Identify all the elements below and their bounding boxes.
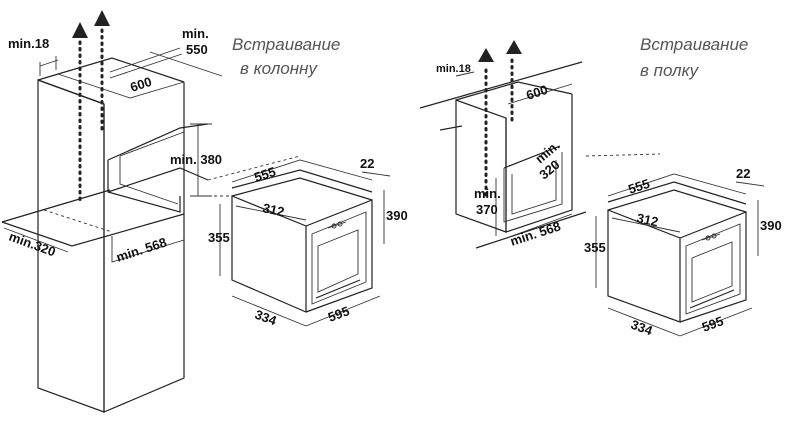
right-min370-label-b: 370 [476,202,498,217]
left-oven-dimension-lines [219,159,391,327]
shelf-cabinet [419,58,661,249]
left-min568-label: min. 568 [114,235,168,265]
left-caption-line1: Встраивание [232,35,340,54]
left-min320-label: min.320 [7,229,58,260]
right-oven-22-label: 22 [736,166,750,181]
left-oven-595-label: 595 [326,303,352,325]
left-min380-label: min. 380 [170,152,222,167]
left-width-600-label: 600 [128,74,153,95]
left-oven-334-label: 334 [253,307,279,329]
right-width-600-label: 600 [524,82,549,103]
left-oven [207,155,373,313]
right-oven-dimension-lines [595,173,765,337]
left-min-label: min. [182,26,209,41]
left-oven-555-label: 555 [252,164,277,185]
right-oven-334-label: 334 [629,317,655,339]
right-caption-line2: в полку [640,61,700,80]
left-oven-355-label: 355 [208,230,230,245]
right-oven [607,181,747,323]
right-oven-555-label: 555 [626,176,651,197]
right-oven-355-label: 355 [584,240,606,255]
left-depth-550-label: 550 [186,42,208,57]
left-oven-390-label: 390 [386,208,408,223]
right-oven-595-label: 595 [700,313,726,335]
right-min18-label: min.18 [436,63,471,75]
column-cabinet [1,28,209,413]
left-min18-label: min.18 [8,36,49,51]
left-oven-22-label: 22 [360,156,374,171]
up-arrow-icon [478,40,522,62]
left-dimension-lines [3,47,223,263]
right-caption-line1: Встраивание [640,35,748,54]
right-oven-390-label: 390 [760,218,782,233]
right-min568-label: min. 568 [508,219,562,249]
up-arrow-icon [72,10,110,38]
right-oven-312-label: 312 [635,210,659,229]
left-caption-line2: в колонну [240,59,318,78]
right-dimension-lines [455,71,573,237]
left-oven-312-label: 312 [261,200,285,219]
right-min370-label-a: min. [474,186,501,201]
